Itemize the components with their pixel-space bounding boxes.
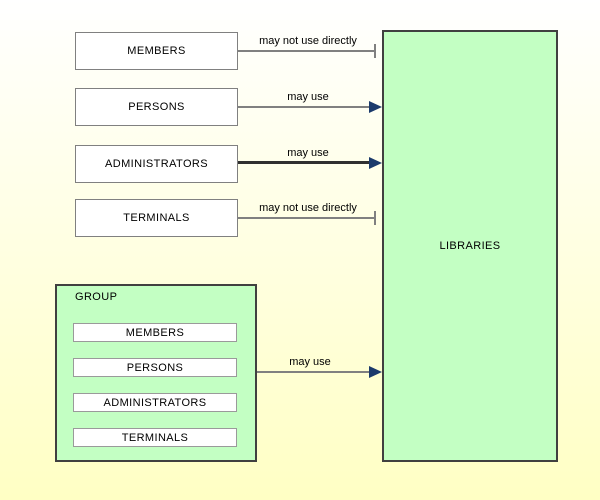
node-libraries-label: LIBRARIES bbox=[439, 240, 501, 252]
edge-group-libraries-label: may use bbox=[289, 356, 331, 368]
edge-administrators-libraries-arrowhead-icon bbox=[369, 157, 382, 169]
edge-group-libraries-arrowhead-icon bbox=[369, 366, 382, 378]
edge-terminals-libraries-label: may not use directly bbox=[259, 202, 357, 214]
node-persons-label: PERSONS bbox=[128, 101, 185, 113]
node-terminals-label: TERMINALS bbox=[123, 212, 190, 224]
edge-persons-libraries-label: may use bbox=[287, 91, 329, 103]
group-item-members-label: MEMBERS bbox=[125, 326, 185, 339]
node-libraries: LIBRARIES bbox=[382, 30, 558, 462]
node-terminals: TERMINALS bbox=[75, 199, 238, 237]
group-item-persons-label: PERSONS bbox=[126, 361, 184, 374]
edge-administrators-libraries-label: may use bbox=[287, 147, 329, 159]
node-members: MEMBERS bbox=[75, 32, 238, 70]
edge-administrators-libraries-line bbox=[238, 161, 370, 164]
node-members-label: MEMBERS bbox=[127, 45, 186, 57]
group-item-terminals-label: TERMINALS bbox=[121, 431, 189, 444]
edge-members-libraries-bar-terminator bbox=[374, 44, 376, 58]
edge-members-libraries-label: may not use directly bbox=[259, 35, 357, 47]
node-administrators: ADMINISTRATORS bbox=[75, 145, 238, 183]
edge-terminals-libraries-bar-terminator bbox=[374, 211, 376, 225]
edge-group-libraries-line bbox=[257, 371, 370, 373]
edge-persons-libraries-line bbox=[238, 106, 370, 108]
group-item-administrators: ADMINISTRATORS bbox=[73, 393, 237, 412]
node-administrators-label: ADMINISTRATORS bbox=[105, 158, 208, 170]
edge-members-libraries-line bbox=[238, 50, 376, 52]
group-item-members: MEMBERS bbox=[73, 323, 237, 342]
edge-persons-libraries-arrowhead-icon bbox=[369, 101, 382, 113]
group-item-administrators-label: ADMINISTRATORS bbox=[103, 396, 207, 409]
group-item-persons: PERSONS bbox=[73, 358, 237, 377]
group-item-terminals: TERMINALS bbox=[73, 428, 237, 447]
node-persons: PERSONS bbox=[75, 88, 238, 126]
node-group: GROUP MEMBERS PERSONS ADMINISTRATORS TER… bbox=[55, 284, 257, 462]
edge-terminals-libraries-line bbox=[238, 217, 376, 219]
group-title: GROUP bbox=[75, 291, 118, 303]
